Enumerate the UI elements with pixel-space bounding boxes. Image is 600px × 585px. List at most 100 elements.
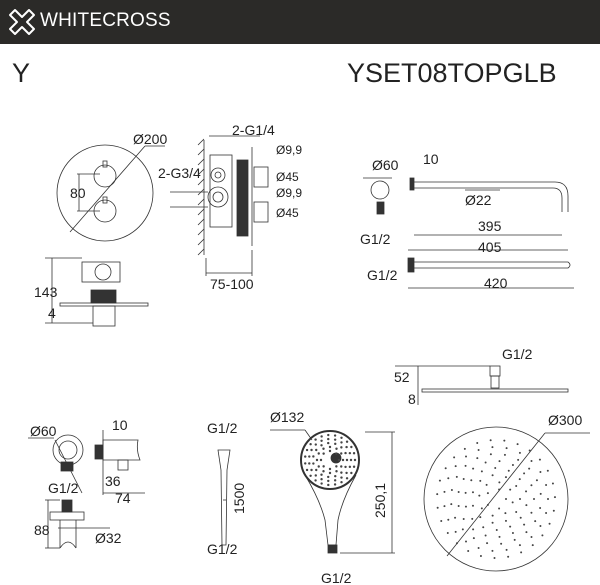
outlet-depth-label: 10 bbox=[112, 417, 128, 433]
nozzle-dot bbox=[340, 436, 343, 440]
nozzle-dot bbox=[304, 462, 307, 465]
nozzle-dot bbox=[349, 458, 353, 462]
nozzle-dot bbox=[545, 512, 548, 515]
nozzle-dot bbox=[322, 470, 325, 473]
nozzle-dot bbox=[504, 519, 507, 522]
knob1-diameter-label: Ø45 bbox=[276, 170, 299, 184]
nozzle-dot bbox=[493, 556, 496, 559]
install-depth-label: 75-100 bbox=[210, 276, 254, 292]
nozzle-dot bbox=[491, 446, 494, 449]
nozzle-dot bbox=[504, 512, 507, 515]
series-letter: Y bbox=[12, 58, 31, 88]
nozzle-dot bbox=[539, 506, 542, 509]
nozzle-dot bbox=[503, 439, 506, 442]
nozzle-dot bbox=[503, 453, 506, 456]
nozzle-dot bbox=[520, 551, 523, 554]
hand-shower bbox=[270, 429, 395, 554]
brand-name: WHITECROSS bbox=[40, 10, 171, 31]
nozzle-dot bbox=[440, 519, 443, 522]
nozzle-dot bbox=[345, 458, 349, 462]
nozzle-dot bbox=[455, 475, 458, 478]
nozzle-dot bbox=[319, 458, 323, 462]
plate-thickness-label: 4 bbox=[48, 305, 56, 321]
nozzle-dot bbox=[436, 493, 439, 496]
nozzle-dot bbox=[476, 457, 479, 460]
nozzle-dot bbox=[489, 453, 492, 456]
nozzle-dot bbox=[335, 470, 338, 473]
nozzle-dot bbox=[523, 523, 526, 526]
nozzle-dot bbox=[498, 535, 501, 538]
nozzle-dot bbox=[476, 442, 479, 445]
thermostat-side-view bbox=[170, 135, 269, 276]
nozzle-dot bbox=[345, 445, 348, 449]
nozzle-dot bbox=[530, 484, 533, 487]
nozzle-dot bbox=[314, 474, 317, 477]
nozzle-dot bbox=[457, 504, 460, 507]
nozzle-dot bbox=[320, 482, 323, 485]
overhead-thread-label: G1/2 bbox=[502, 346, 533, 362]
nozzle-dot bbox=[484, 534, 487, 537]
nozzle-dot bbox=[534, 520, 537, 523]
nozzle-dot bbox=[344, 451, 347, 455]
nozzle-dot bbox=[348, 451, 352, 455]
nozzle-dot bbox=[539, 525, 542, 528]
nozzle-dot bbox=[479, 516, 482, 519]
nozzle-dot bbox=[454, 465, 457, 468]
nozzle-dot bbox=[335, 465, 338, 468]
shower-arm-views bbox=[363, 177, 574, 289]
nozzle-dot bbox=[345, 477, 349, 480]
nozzle-dot bbox=[505, 447, 508, 450]
nozzle-dot bbox=[511, 532, 514, 535]
nozzle-dot bbox=[545, 483, 548, 486]
nozzle-dot bbox=[455, 542, 458, 545]
nozzle-dot bbox=[465, 455, 468, 458]
nozzle-dot bbox=[546, 469, 549, 472]
nozzle-dot bbox=[470, 479, 473, 482]
nozzle-dot bbox=[530, 459, 533, 462]
nozzle-dot bbox=[450, 489, 453, 492]
nozzle-dot bbox=[552, 509, 555, 512]
nozzle-dot bbox=[443, 505, 446, 508]
arm-thread2-label: G1/2 bbox=[367, 267, 398, 283]
outlet-offset-label: 36 bbox=[105, 473, 121, 489]
nozzle-dot bbox=[518, 478, 521, 481]
nozzle-dot bbox=[509, 525, 512, 528]
nozzle-dot bbox=[312, 455, 315, 458]
hand-shower-diameter-label: Ø132 bbox=[270, 409, 305, 425]
nozzle-dot bbox=[335, 447, 338, 450]
header-bar: WHITECROSS bbox=[0, 0, 600, 44]
nozzle-dot bbox=[477, 546, 480, 549]
nozzle-dot bbox=[528, 467, 531, 470]
nozzle-dot bbox=[446, 532, 449, 535]
nozzle-dot bbox=[486, 492, 489, 495]
nozzle-dot bbox=[309, 443, 312, 446]
nozzle-dot bbox=[334, 442, 337, 446]
nozzle-dot bbox=[314, 479, 317, 482]
wall-outlet-views bbox=[28, 430, 145, 549]
nozzle-dot bbox=[477, 449, 480, 452]
nozzle-dot bbox=[525, 490, 528, 493]
nozzle-dot bbox=[519, 498, 521, 500]
stem2-diameter-label: Ø9,9 bbox=[276, 186, 303, 200]
nozzle-dot bbox=[333, 434, 337, 437]
nozzle-dot bbox=[541, 534, 544, 537]
nozzle-dot bbox=[308, 462, 311, 465]
nozzle-dot bbox=[485, 483, 488, 486]
nozzle-dot bbox=[315, 458, 319, 462]
nozzle-dot bbox=[533, 498, 535, 500]
nozzle-dot bbox=[465, 540, 468, 543]
nozzle-dot bbox=[335, 452, 338, 455]
nozzle-dot bbox=[479, 555, 482, 558]
nozzle-dot bbox=[328, 445, 332, 449]
nozzle-dot bbox=[327, 483, 330, 487]
nozzle-dot bbox=[340, 446, 343, 449]
nozzle-dot bbox=[480, 470, 483, 473]
nozzle-dot bbox=[525, 504, 528, 507]
thermostat-top-view bbox=[45, 257, 149, 327]
nozzle-dot bbox=[471, 504, 474, 507]
nozzle-dot bbox=[518, 451, 521, 454]
hand-shower-length-label: 250,1 bbox=[372, 482, 388, 518]
nozzle-dot bbox=[457, 491, 460, 494]
nozzle-dot bbox=[513, 538, 516, 541]
thermostat-height-label: 143 bbox=[34, 284, 58, 300]
